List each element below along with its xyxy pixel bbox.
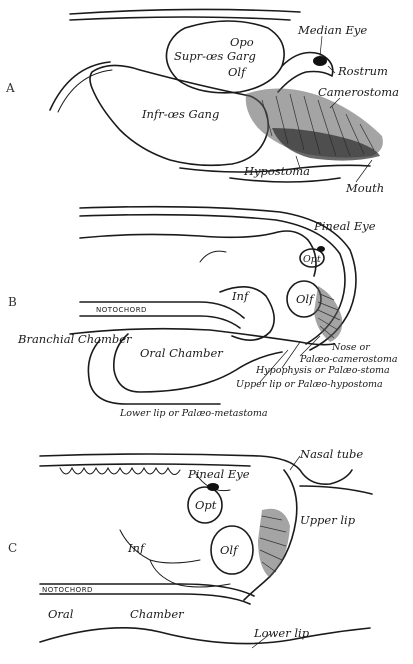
lower-lip-outline-c — [40, 628, 370, 644]
body-inner-a — [58, 70, 112, 112]
label-notochord-b: NOTOCHORD — [96, 306, 147, 314]
label-olf-b: Olf — [296, 292, 315, 306]
label-opt-b: Opt — [303, 254, 321, 265]
label-oral: Oral — [48, 607, 74, 621]
ventral-line-a2 — [230, 178, 340, 182]
label-nose-1: Nose or — [331, 342, 371, 353]
dorsal-line-a1 — [70, 9, 300, 14]
nose-shading-b — [314, 286, 342, 342]
panel-b: B Pine — [8, 207, 398, 419]
notochord-bottom-b — [80, 316, 240, 328]
panel-c-letter: C — [8, 541, 17, 555]
notochord-bottom-c — [40, 594, 250, 604]
label-olf-a: Olf — [228, 65, 247, 79]
label-camerostoma: Camerostoma — [318, 85, 399, 99]
label-pineal-eye-b: Pineal Eye — [313, 219, 376, 233]
label-oral-chamber-b: Oral Chamber — [140, 346, 224, 360]
leader-mouth — [356, 160, 372, 182]
label-median-eye: Median Eye — [297, 23, 367, 37]
label-inf-c: Inf — [127, 541, 146, 555]
label-lower-lip-c: Lower lip — [253, 626, 310, 640]
brain-outline-b — [80, 231, 316, 276]
brain-fold-b — [200, 251, 226, 262]
panel-a: A — [5, 9, 399, 195]
dorsal-line-a2 — [70, 17, 290, 20]
label-olf-c: Olf — [220, 543, 239, 557]
label-pineal-eye-c: Pineal Eye — [187, 467, 250, 481]
label-nose-2: Palæo-camerostoma — [299, 354, 398, 365]
dorsal-line-c2 — [40, 464, 250, 466]
upper-lip-line-c — [300, 486, 372, 494]
label-upper-lip-b: Upper lip or Palæo-hypostoma — [236, 379, 383, 390]
body-outline-a — [50, 62, 110, 110]
leader-median-eye — [320, 36, 322, 56]
label-infra-gang: Infr-œs Gang — [141, 107, 219, 121]
label-branchial-chamber: Branchial Chamber — [17, 332, 133, 346]
pineal-eye-spot-c — [207, 483, 219, 491]
label-opo: Opo — [230, 35, 254, 49]
panel-a-letter: A — [5, 81, 15, 95]
median-eye-spot — [313, 56, 327, 66]
label-hypophysis: Hypophysis or Palæo-stoma — [255, 365, 390, 376]
nasal-shading-c — [258, 509, 290, 578]
panel-c: C Pine — [8, 447, 372, 648]
label-inf-b: Inf — [231, 289, 250, 303]
label-chamber: Chamber — [130, 607, 185, 621]
dorsal-line-b2 — [80, 215, 345, 344]
leader-rostrum — [328, 66, 335, 73]
label-notochord-c: NOTOCHORD — [42, 586, 93, 594]
pineal-eye-spot-b — [317, 246, 325, 252]
label-nasal-tube: Nasal tube — [299, 447, 363, 461]
label-opt-c: Opt — [195, 498, 217, 512]
panel-b-letter: B — [8, 295, 17, 309]
brain-roof-c — [60, 468, 180, 475]
label-upper-lip-c: Upper lip — [300, 513, 356, 527]
label-hypostoma: Hypostoma — [243, 164, 310, 178]
inf-fold-c2 — [150, 560, 230, 587]
label-lower-lip-b: Lower lip or Palæo-metastoma — [119, 408, 268, 419]
label-supra-gang: Supr-œs Garg — [174, 49, 256, 63]
label-mouth: Mouth — [345, 181, 384, 195]
label-rostrum: Rostrum — [337, 64, 388, 78]
